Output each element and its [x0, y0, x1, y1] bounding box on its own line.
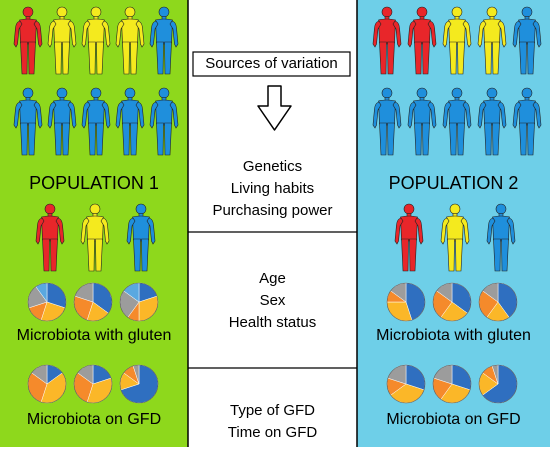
microbiota-pie-chart [386, 282, 426, 322]
pie-outline [119, 282, 159, 322]
microbiota-on-gfd-label-left: Microbiota on GFD [26, 411, 162, 428]
microbiota-pie-chart [386, 364, 426, 404]
factor-age: Age [259, 270, 286, 287]
pie-outline [478, 282, 518, 322]
factor-genetics: Genetics [242, 158, 303, 175]
microbiota-pie-chart [432, 364, 472, 404]
pie-outline [27, 282, 67, 322]
down-arrow-icon [257, 85, 292, 131]
microbiota-pie-chart [478, 364, 518, 404]
pie-outline [432, 364, 472, 404]
factor-living-habits: Living habits [230, 180, 315, 197]
sources-box [192, 51, 351, 77]
factor-type-of-gfd: Type of GFD [229, 402, 316, 419]
pie-outline [73, 282, 113, 322]
population-2-title: POPULATION 2 [388, 173, 519, 193]
factor-time-on-gfd: Time on GFD [227, 424, 318, 441]
microbiota-pie-chart [119, 364, 159, 404]
pie-outline [386, 364, 426, 404]
microbiota-pie-chart [73, 282, 113, 322]
microbiota-pie-chart [27, 364, 67, 404]
pie-outline [478, 364, 518, 404]
factor-health-status: Health status [228, 314, 317, 331]
pie-outline [386, 282, 426, 322]
microbiota-with-gluten-label-right: Microbiota with gluten [376, 327, 531, 344]
microbiota-pie-chart [73, 364, 113, 404]
pie-outline [432, 282, 472, 322]
pie-outline [119, 364, 159, 404]
microbiota-pie-chart [478, 282, 518, 322]
factor-purchasing-power: Purchasing power [212, 202, 333, 219]
microbiota-pie-chart [119, 282, 159, 322]
microbiota-with-gluten-label-left: Microbiota with gluten [16, 327, 172, 344]
microbiota-on-gfd-label-right: Microbiota on GFD [386, 411, 521, 428]
population-1-title: POPULATION 1 [29, 173, 159, 193]
sources-of-variation-label: Sources of variation [205, 55, 338, 72]
pie-outline [27, 364, 67, 404]
pie-outline [73, 364, 113, 404]
microbiota-pie-chart [432, 282, 472, 322]
factor-sex: Sex [259, 292, 286, 309]
microbiota-pie-chart [27, 282, 67, 322]
